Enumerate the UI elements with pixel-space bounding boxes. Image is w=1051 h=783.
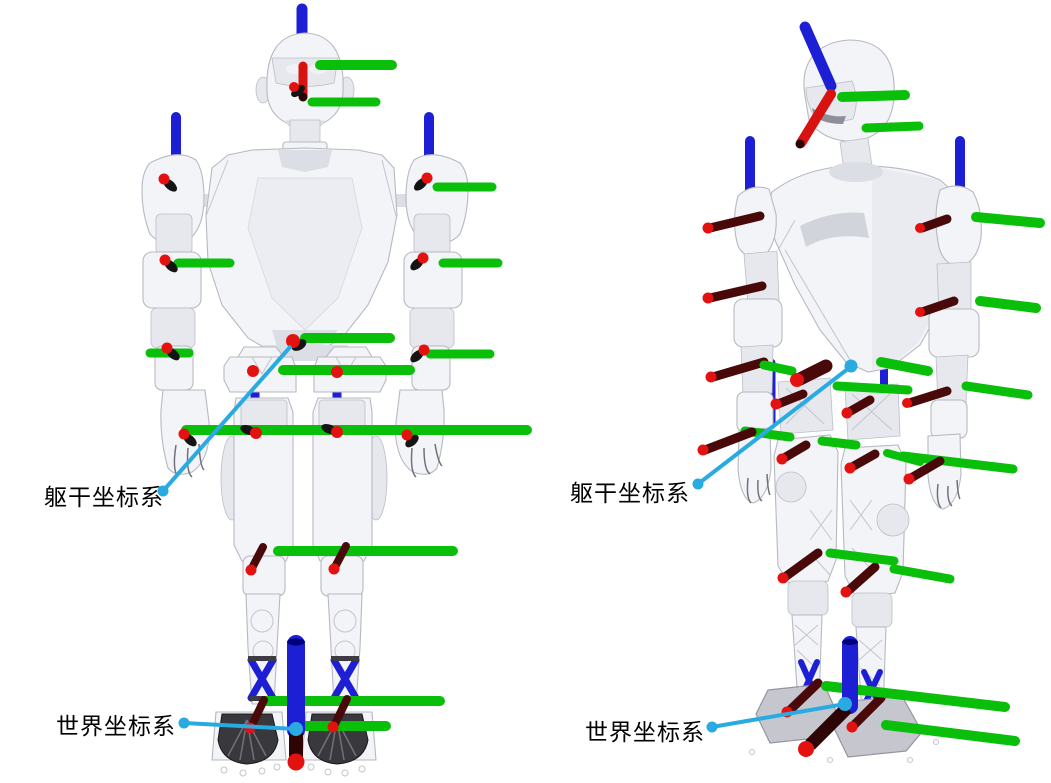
elbow-frame-axes [702,281,1041,317]
front-world-frame-label: 世界坐标系 [56,714,176,739]
torso-frame-axis [286,333,395,351]
perspective-world-frame-label: 世界坐标系 [585,720,705,745]
torso-frame-leader-perspective [692,359,858,490]
head-frame-axis [289,60,397,107]
robot-perspective-view [697,21,1045,763]
world-frame-axis [798,636,858,757]
world-frame-axis [287,635,305,771]
robot-left-arm [733,250,783,504]
shoulder-frame-axes [158,172,497,192]
waist-frame-axes [247,365,415,378]
robot-torso [205,147,398,357]
knee-frame-axes [245,542,458,576]
world-frame-leader-perspective [706,697,852,733]
torso-frame-axis [759,357,933,387]
waist-frame-axes [740,381,913,450]
hand-frame-axes [697,427,1018,485]
wrist-frame-axes [705,357,1033,408]
head-frame-axis [795,21,924,149]
robot-front-view [141,3,532,777]
robot-left-leg [220,397,294,705]
knee-frame-axes [777,548,955,598]
world-frame-leader-front [178,717,303,736]
hand-hip-frame-axes [178,423,532,448]
wrist-frame-axes [145,342,495,363]
torso-frame-leader-front [157,344,293,497]
robot-left-leg [773,434,839,703]
shoulder-frame-axes [702,211,1045,234]
robot-right-leg [312,397,388,705]
elbow-frame-axes [159,252,503,273]
perspective-torso-frame-label: 躯干坐标系 [570,481,690,506]
front-torso-frame-label: 躯干坐标系 [44,485,164,510]
